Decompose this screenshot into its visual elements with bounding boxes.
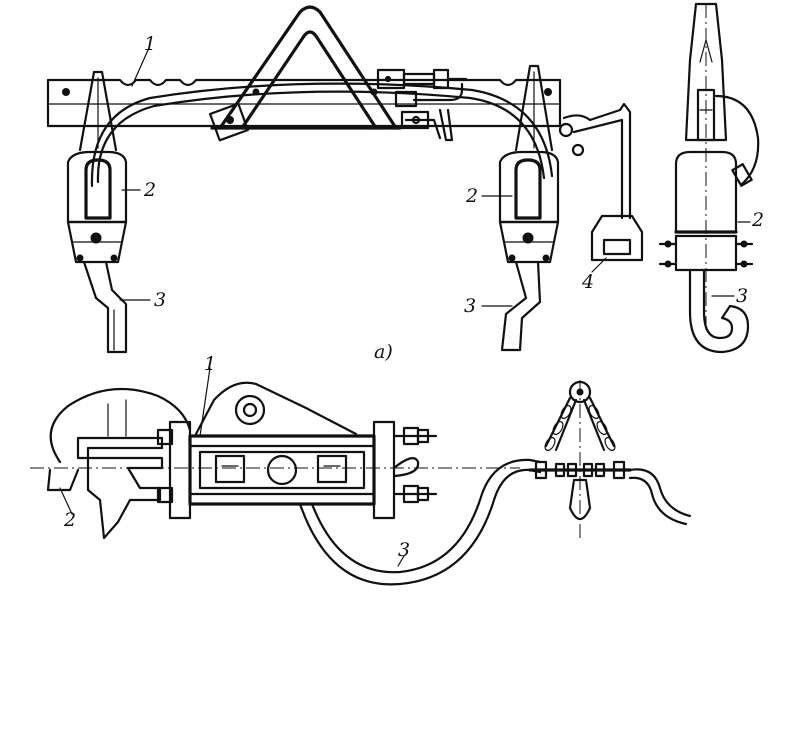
label-leaders-a [119, 49, 607, 307]
hook-b [46, 387, 192, 540]
body-b [156, 381, 438, 520]
label-clamp-left: 2 [143, 179, 156, 201]
caption-part-a: а) [374, 341, 393, 363]
label-clamp-right: 2 [465, 185, 478, 207]
clamp-left [66, 70, 128, 264]
label-frame: 1 [144, 33, 156, 55]
hook-left [82, 260, 128, 354]
label-handle: 4 [581, 271, 594, 293]
figure-a-side-view: 2 3 [658, 2, 764, 354]
cable-b [298, 458, 542, 586]
chain-hanger [528, 380, 692, 540]
hook-right [500, 260, 542, 352]
label-hook-left: 3 [154, 289, 166, 311]
label-hook-right: 3 [464, 295, 476, 317]
label-body-b: 1 [204, 353, 216, 375]
handle [558, 102, 644, 262]
label-cable-b: 3 [398, 539, 410, 561]
lifting-triangle [209, 5, 402, 142]
figure-a-front-view: 1 2 3 2 3 4 а) [46, 5, 644, 363]
label-side-clamp: 2 [751, 209, 764, 231]
label-side-hook: 3 [736, 285, 748, 307]
clamp-right [498, 64, 560, 264]
label-hook-b: 2 [63, 509, 76, 531]
figure-b: 1 2 3 [30, 353, 692, 586]
connecting-cable [90, 82, 554, 188]
